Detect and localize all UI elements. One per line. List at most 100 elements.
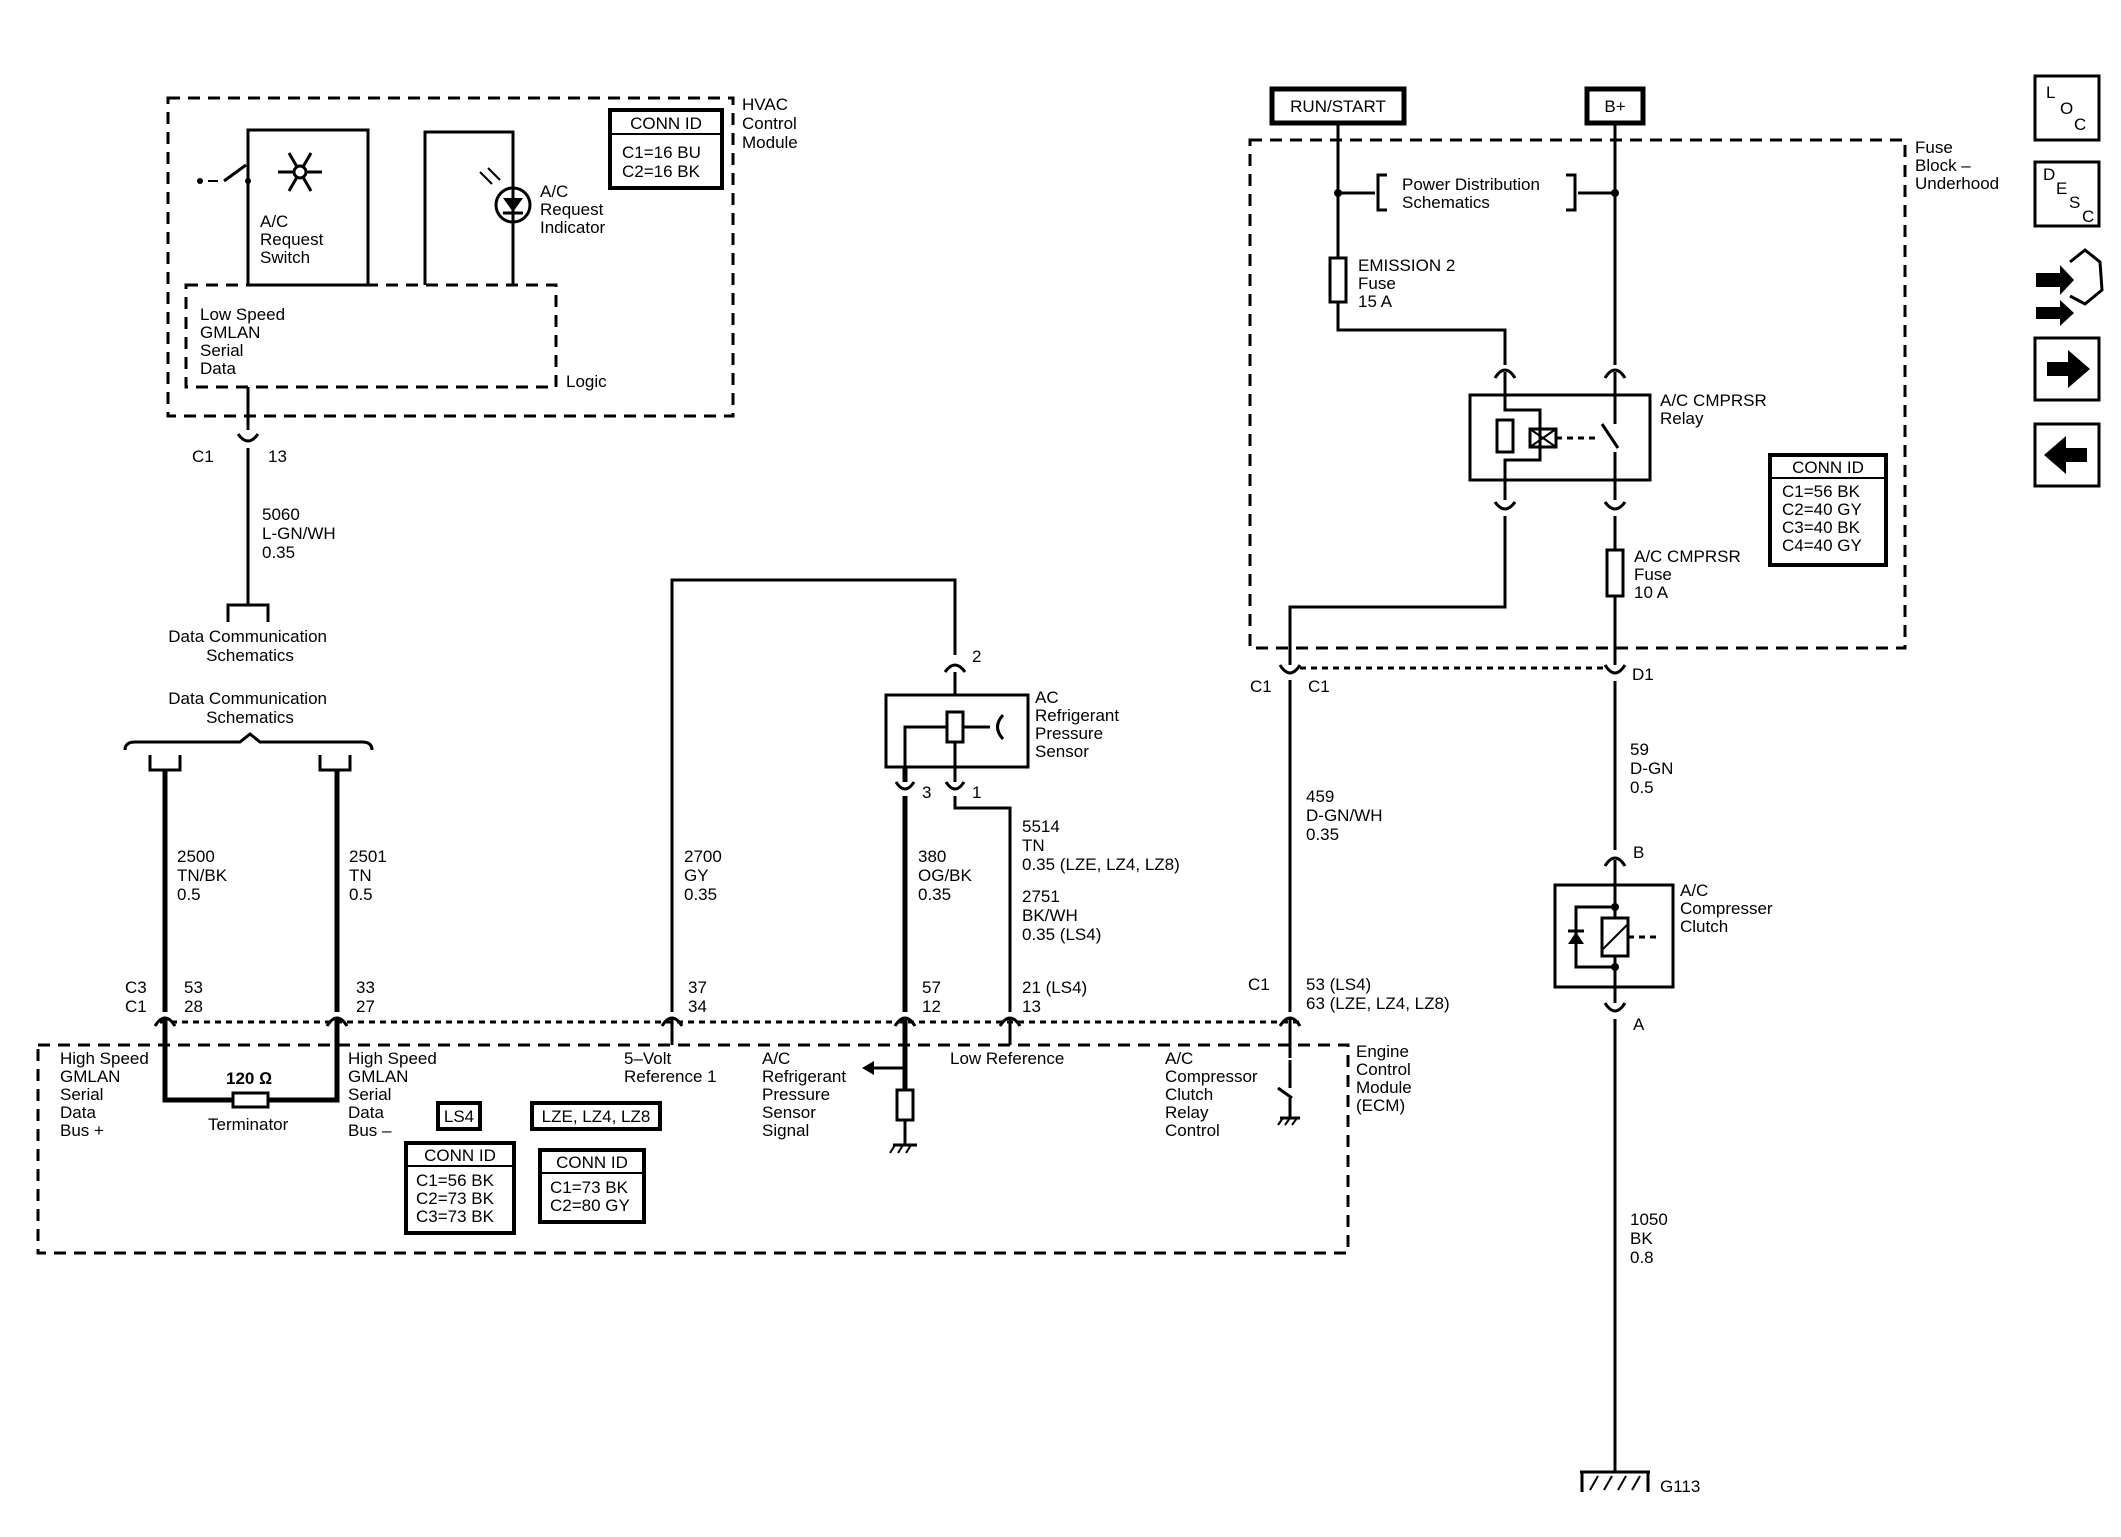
svg-text:Terminator: Terminator (208, 1115, 289, 1134)
svg-text:C3=40 BK: C3=40 BK (1782, 518, 1861, 537)
svg-text:AC Refrigerant Pre: AC Refrigerant Pressure Sensor (1035, 688, 1124, 761)
svg-text:57: 57 (922, 978, 941, 997)
svg-text:C3=73 BK: C3=73 BK (416, 1207, 495, 1226)
svg-text:C2=73 BK: C2=73 BK (416, 1189, 495, 1208)
ecm-conn-id-table-lze: CONN ID C1=73 BK C2=80 GY (538, 1148, 646, 1224)
svg-text:2: 2 (972, 647, 981, 666)
svg-text:27: 27 (356, 997, 375, 1016)
sensor-signal-label: A/C Refrigerant Pressure Sensor Signal (762, 1049, 851, 1140)
ecm-conn-id-table-ls4: CONN ID C1=56 BK C2=73 BK C3=73 BK (404, 1141, 516, 1235)
svg-text:5514 TN 0.35 (LZE,: 5514 TN 0.35 (LZE, LZ4, LZ8) (1022, 817, 1180, 874)
ac-compressor-clutch: B A A/C Compresser Clutch (1553, 843, 1777, 1034)
low-reference-label: Low Reference (950, 1049, 1064, 1068)
wire-5514-2751: 5514 TN 0.35 (LZE, LZ4, LZ8) 2751 BK/WH … (953, 796, 1180, 1012)
svg-text:34: 34 (688, 997, 707, 1016)
svg-text:C1: C1 (1250, 677, 1272, 696)
svg-text:3: 3 (922, 783, 931, 802)
svg-text:C3: C3 (125, 978, 147, 997)
svg-text:2700 GY 0.35: 2700 GY 0.35 (684, 847, 727, 904)
engine-control-module: Engine Control Module (ECM) C3 C1 53 28 … (36, 975, 1450, 1255)
power-source-run-start: RUN/START (1269, 86, 1407, 126)
ac-request-switch-label: A/C Request Switch (260, 212, 328, 267)
svg-text:63 (LZE, LZ4, LZ8): 63 (LZE, LZ4, LZ8) (1306, 994, 1450, 1013)
fuse-block-underhood: Fuse Block – Underhood Power Distributio… (1248, 123, 1999, 665)
svg-text:28: 28 (184, 997, 203, 1016)
svg-text:A/C CMPRSR Relay: A/C CMPRSR Relay (1660, 391, 1771, 428)
ac-request-indicator-label: A/C Request Indicator (540, 182, 608, 237)
hvac-gmlan-label: Low Speed GMLAN Serial Data (200, 305, 290, 378)
fuse-block-connectors: C1 C1 D1 (1250, 664, 1654, 696)
power-distribution-ref: Power Distribution Schematics (1376, 173, 1577, 212)
svg-text:120 Ω: 120 Ω (226, 1069, 272, 1088)
svg-text:L: L (2046, 83, 2055, 102)
svg-text:13: 13 (1022, 997, 1041, 1016)
svg-text:EMISSION 2 Fuse: EMISSION 2 Fuse 15 A (1358, 256, 1460, 311)
svg-text:C1: C1 (1308, 677, 1330, 696)
wire-380: 380 OG/BK 0.35 (902, 796, 977, 1012)
svg-text:A: A (1633, 1015, 1645, 1034)
sensor-signal-circuit (862, 1045, 917, 1154)
svg-text:CONN ID: CONN ID (630, 114, 702, 133)
wire-2500: 2500 TN/BK 0.5 (162, 770, 232, 1012)
hs-gmlan-neg-label: High Speed GMLAN Serial Data Bus – (348, 1049, 442, 1140)
svg-text:B: B (1633, 843, 1644, 862)
svg-text:1: 1 (972, 783, 981, 802)
svg-text:459 D-GN/WH 0.35: 459 D-GN/WH 0.35 (1306, 787, 1387, 844)
svg-text:C1=56 BK: C1=56 BK (1782, 482, 1861, 501)
emission-2-fuse: EMISSION 2 Fuse 15 A (1328, 256, 1507, 365)
svg-text:C: C (2082, 207, 2094, 226)
connector-end-view-icon[interactable] (2036, 248, 2104, 326)
ac-request-indicator-icon (479, 167, 532, 224)
svg-text:C1=73 BK: C1=73 BK (550, 1178, 629, 1197)
hvac-conn-id-table: CONN ID C1=16 BU C2=16 BK (608, 108, 724, 190)
hvac-control-module: HVAC Control Module CONN ID C1=16 BU C2=… (166, 95, 798, 418)
ac-refrigerant-pressure-sensor: 2 3 1 AC Refrigerant Pressure Sensor (884, 647, 1124, 802)
svg-text:CONN ID: CONN ID (1792, 458, 1864, 477)
ac-compressor-relay: A/C CMPRSR Relay (1468, 368, 1771, 511)
svg-text:C2=40 GY: C2=40 GY (1782, 500, 1862, 519)
svg-text:5060 L-GN/WH 0.35: 5060 L-GN/WH 0.35 (262, 505, 340, 562)
svg-text:C1=16 BU: C1=16 BU (622, 143, 701, 162)
wire-459: 459 D-GN/WH 0.35 (1288, 680, 1387, 1012)
svg-text:A/C Compresser Clu: A/C Compresser Clutch (1680, 881, 1777, 936)
svg-text:33: 33 (356, 978, 375, 997)
next-page-button[interactable] (2033, 336, 2101, 402)
svg-text:21 (LS4): 21 (LS4) (1022, 978, 1087, 997)
relay-control-label: A/C Compressor Clutch Relay Control (1165, 1049, 1262, 1140)
svg-text:G113: G113 (1660, 1477, 1700, 1496)
description-view-button[interactable]: D E S C (2033, 160, 2101, 228)
svg-text:59 D-GN 0.5: 59 D-GN 0.5 (1630, 740, 1678, 797)
ecm-connectors (153, 1016, 1302, 1045)
wire-5060: C1 13 5060 L-GN/WH 0.35 Data Communicati… (168, 387, 340, 665)
ac-compressor-fuse: A/C CMPRSR Fuse 10 A (1605, 516, 1741, 665)
gmlan-terminator: 120 Ω Terminator (162, 1045, 340, 1134)
ac-request-switch (197, 163, 251, 184)
svg-text:E: E (2056, 179, 2067, 198)
svg-text:1050 BK 0.8: 1050 BK 0.8 (1630, 1210, 1673, 1267)
svg-text:S: S (2069, 193, 2080, 212)
location-view-button[interactable]: L O C (2033, 74, 2101, 142)
power-source-battery: B+ (1584, 86, 1646, 126)
svg-text:LZE, LZ4, LZ8: LZE, LZ4, LZ8 (542, 1107, 651, 1126)
svg-text:RUN/START: RUN/START (1290, 97, 1386, 116)
hs-gmlan-pos-label: High Speed GMLAN Serial Data Bus + (60, 1049, 154, 1140)
ecm-name: Engine Control Module (ECM) (1356, 1042, 1417, 1115)
svg-text:12: 12 (922, 997, 941, 1016)
svg-text:B+: B+ (1604, 97, 1625, 116)
svg-text:C1: C1 (192, 447, 214, 466)
svg-text:13: 13 (268, 447, 287, 466)
svg-text:380 OG/BK 0.35: 380 OG/BK 0.35 (918, 847, 977, 904)
svg-text:C4=40 GY: C4=40 GY (1782, 536, 1862, 555)
previous-page-button[interactable] (2033, 422, 2101, 488)
data-comm-label-upper: Data Communication Schematics (168, 627, 331, 665)
fuse-block-name: Fuse Block – Underhood (1915, 138, 1999, 193)
svg-text:C: C (2074, 115, 2086, 134)
svg-text:Data Communication Schem: Data Communication Schematics (168, 689, 331, 727)
logic-label: Logic (566, 372, 607, 391)
svg-text:C2=80 GY: C2=80 GY (550, 1196, 630, 1215)
option-tag-lze: LZE, LZ4, LZ8 (530, 1101, 662, 1131)
wire-59: 59 D-GN 0.5 (1613, 681, 1678, 850)
svg-text:2500 TN/BK 0.5: 2500 TN/BK 0.5 (177, 847, 232, 904)
svg-text:C1: C1 (125, 997, 147, 1016)
